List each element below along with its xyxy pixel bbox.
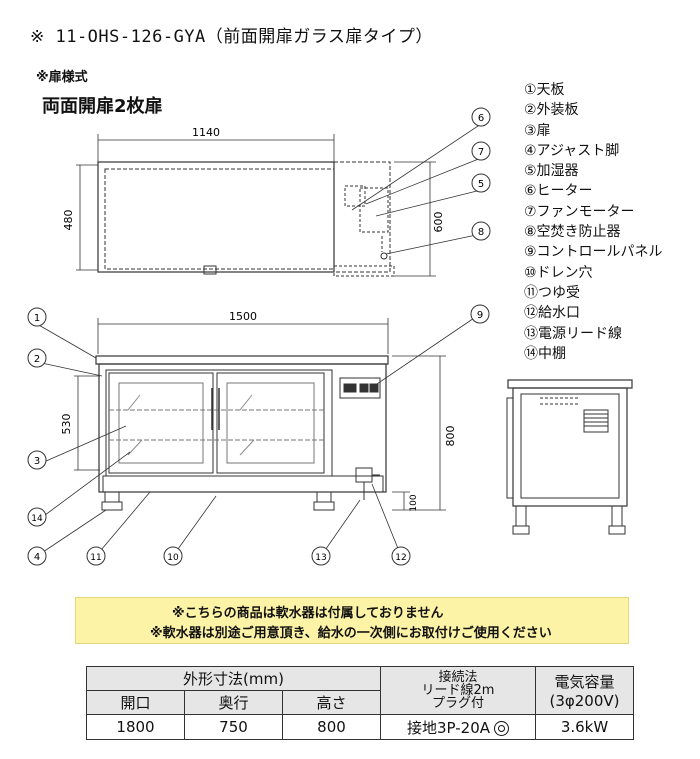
callout-13 xyxy=(311,546,331,566)
callout-label: 4 xyxy=(34,552,40,563)
callout-label: 11 xyxy=(90,553,101,563)
callout-label: 12 xyxy=(395,553,406,563)
col-open: 開口 xyxy=(86,690,185,715)
technical-drawing: 1140 480 600 xyxy=(27,107,633,566)
callout-8 xyxy=(471,221,491,241)
header-connection-line: プラグ付 xyxy=(431,696,484,711)
callout-10 xyxy=(163,546,183,566)
top-view xyxy=(97,161,395,277)
callout-label: 5 xyxy=(478,179,484,190)
value-connection: 接地3P-20A xyxy=(380,714,536,740)
legend-item: ①天板 xyxy=(524,82,565,98)
value-height: 800 xyxy=(282,714,381,740)
callout-label: 2 xyxy=(34,354,40,365)
legend-item: ③扉 xyxy=(524,122,551,139)
callout-label: 7 xyxy=(478,147,484,158)
front-dims xyxy=(74,318,446,511)
callout-7 xyxy=(471,141,491,161)
legend-item: ②外装板 xyxy=(524,102,579,119)
callout-11 xyxy=(86,546,106,566)
callout-14 xyxy=(27,507,47,527)
callout-5 xyxy=(471,173,491,193)
callout-labels: 6 7 5 8 1 2 3 14 4 11 10 13 12 9 xyxy=(31,113,484,563)
dim-front-width: 1500 xyxy=(229,310,257,323)
legend-item: ⑪つゆ受 xyxy=(524,284,580,301)
callout-label: 13 xyxy=(315,553,326,563)
legend-item: ⑬電源リード線 xyxy=(524,325,622,342)
legend-item: ⑧空焚き防止器 xyxy=(524,224,621,241)
value-open: 1800 xyxy=(86,714,185,740)
legend-item: ⑩ドレン穴 xyxy=(524,264,593,281)
header-connection-line: リード線2m xyxy=(421,683,495,698)
callout-label: 10 xyxy=(167,553,179,563)
page-title: ※ 11-OHS-126-GYA（前面開扉ガラス扉タイプ） xyxy=(30,27,433,47)
callout-label: 3 xyxy=(34,456,40,467)
callout-label: 9 xyxy=(477,310,483,321)
callout-9 xyxy=(470,304,490,324)
header-power-line: 電気容量 xyxy=(554,673,615,691)
plug-outlet-icon xyxy=(494,720,510,736)
dim-top-width: 1140 xyxy=(192,126,220,139)
callout-label: 6 xyxy=(478,113,484,124)
legend-item: ⑫給水口 xyxy=(524,305,580,322)
header-power: 電気容量 (3φ200V) xyxy=(535,666,634,715)
callout-6 xyxy=(471,107,491,127)
dim-front-inner-height: 530 xyxy=(60,414,73,435)
door-style-note: ※扉様式 xyxy=(36,70,88,85)
dim-front-height: 800 xyxy=(444,426,457,447)
callout-label: 8 xyxy=(478,227,484,238)
callout-leaders xyxy=(36,123,482,557)
col-height: 高さ xyxy=(282,690,381,715)
callout-3 xyxy=(27,450,47,470)
callout-4 xyxy=(27,546,47,566)
header-outer-dims: 外形寸法(mm) xyxy=(86,666,381,691)
side-view xyxy=(506,379,633,535)
value-depth: 750 xyxy=(184,714,283,740)
legend-item: ⑥ヒーター xyxy=(524,183,593,200)
callout-12 xyxy=(391,546,411,566)
legend-item: ⑨コントロールパネル xyxy=(524,244,663,261)
callout-label: 14 xyxy=(31,514,43,524)
dim-top-depth: 480 xyxy=(62,210,75,231)
col-depth: 奥行 xyxy=(184,690,283,715)
door-style-heading: 両面開扉2枚扉 xyxy=(42,96,163,117)
dim-leg-height: 100 xyxy=(409,494,419,511)
parts-legend: ①天板 ②外装板 ③扉 ④アジャスト脚 ⑤加湿器 ⑥ヒーター ⑦ファンモーター … xyxy=(524,80,663,364)
value-power: 3.6kW xyxy=(535,714,634,740)
header-connection: 接続法 リード線2m プラグ付 xyxy=(380,666,536,715)
legend-item: ④アジャスト脚 xyxy=(524,142,620,159)
value-connection-text: 接地3P-20A xyxy=(406,718,491,737)
header-connection-line: 接続法 xyxy=(438,670,478,685)
callout-circles xyxy=(27,107,491,566)
notice-line-1: ※こちらの商品は軟水器は付属しておりません xyxy=(172,606,444,621)
notice-line-2: ※軟水器は別途ご用意頂き、給水の一次側にお取付けご使用ください xyxy=(150,626,552,641)
legend-item: ⑤加湿器 xyxy=(524,163,579,180)
front-view xyxy=(95,355,389,511)
top-dims xyxy=(76,134,436,277)
legend-item: ⑭中棚 xyxy=(524,345,566,362)
header-power-line: (3φ200V) xyxy=(549,692,620,710)
callout-2 xyxy=(27,348,47,368)
callout-label: 1 xyxy=(34,313,40,324)
dim-top-overall-depth: 600 xyxy=(432,212,445,233)
callout-1 xyxy=(27,307,47,327)
legend-item: ⑦ファンモーター xyxy=(524,203,635,220)
notice-box: ※こちらの商品は軟水器は付属しておりません ※軟水器は別途ご用意頂き、給水の一次… xyxy=(75,597,629,644)
spec-table: 外形寸法(mm) 接続法 リード線2m プラグ付 電気容量 (3φ200V) 開… xyxy=(86,666,634,740)
